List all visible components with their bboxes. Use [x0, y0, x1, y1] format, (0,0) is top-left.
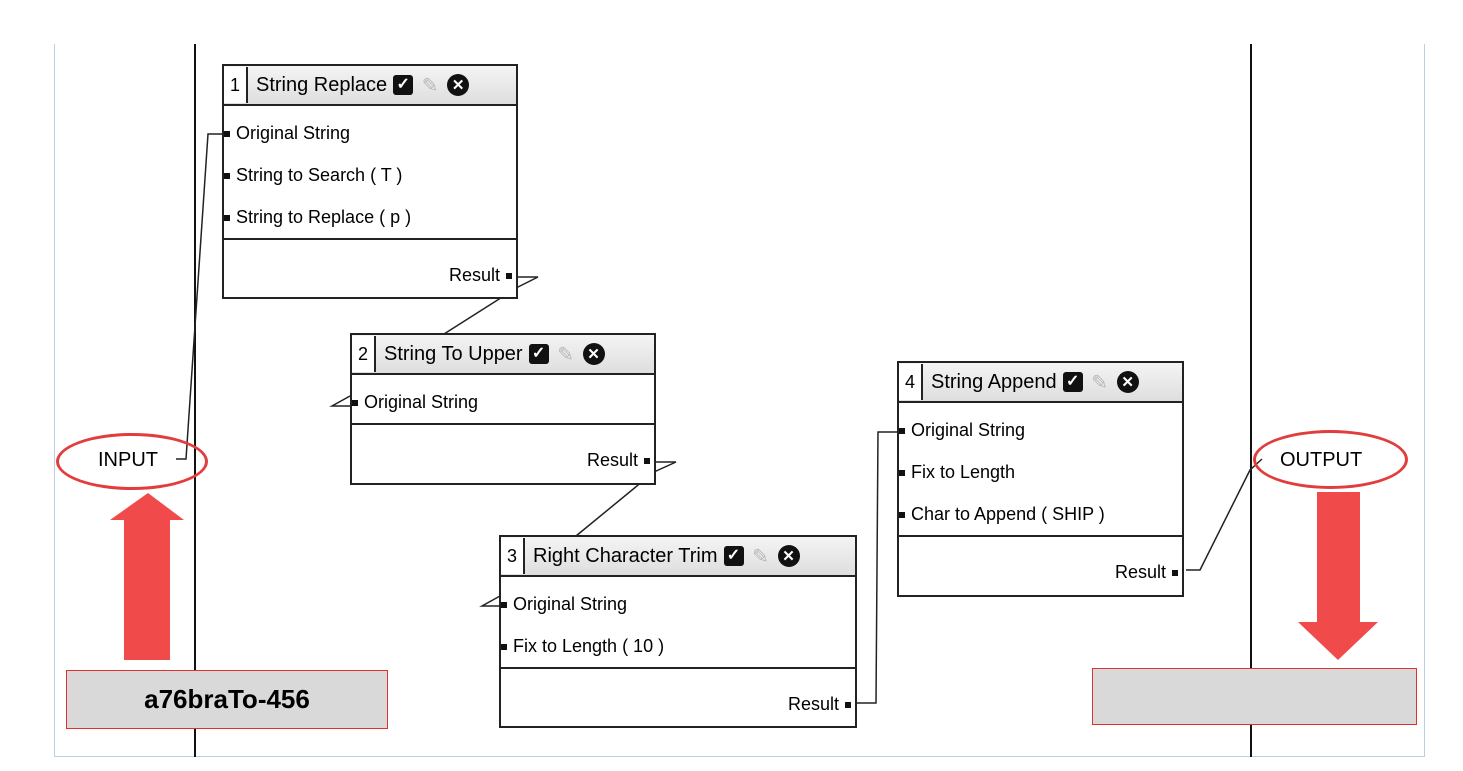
pencil-icon[interactable]: ✎ [557, 343, 574, 366]
output-port[interactable]: Result [448, 265, 513, 285]
wire-node2-input-stub [329, 395, 351, 407]
output-down-arrow [1298, 492, 1378, 660]
input-terminal-label[interactable]: INPUT [98, 449, 158, 471]
close-circle-icon[interactable]: ✕ [1116, 371, 1139, 393]
input-port[interactable]: String to Replace ( p ) [224, 196, 516, 238]
output-highlight-ellipse [1253, 430, 1408, 489]
node-header[interactable]: 2 String To Upper ✓ ✎ ✕ [352, 335, 654, 375]
pencil-icon[interactable]: ✎ [1091, 371, 1109, 394]
input-port[interactable]: Fix to Length ( 10 ) [501, 625, 855, 667]
close-circle-icon[interactable]: ✕ [582, 343, 605, 365]
canvas-frame [54, 44, 1425, 757]
input-value-box: a76braTo-456 [66, 670, 388, 729]
wire-node3-input-stub [479, 595, 501, 607]
node-string-replace[interactable]: 1 String Replace ✓ ✎ ✕ Original String S… [222, 64, 518, 299]
output-port[interactable]: Result [1114, 562, 1179, 582]
node-number: 2 [352, 336, 376, 372]
output-port[interactable]: Result [586, 450, 651, 470]
input-port[interactable]: String to Search ( T ) [224, 154, 516, 196]
close-circle-icon[interactable]: ✕ [447, 74, 470, 96]
input-up-arrow [110, 493, 184, 660]
input-port[interactable]: Original String [899, 409, 1182, 451]
output-port[interactable]: Result [787, 694, 852, 714]
close-circle-icon[interactable]: ✕ [777, 545, 800, 567]
node-header[interactable]: 3 Right Character Trim ✓ ✎ ✕ [501, 537, 855, 577]
node-title: String To Upper [384, 342, 523, 365]
node-header[interactable]: 4 String Append ✓ ✎ ✕ [899, 363, 1182, 403]
wire-node4-to-output [1186, 458, 1263, 571]
check-square-icon[interactable]: ✓ [528, 344, 549, 364]
wire-node3-to-node4 [853, 431, 898, 704]
check-square-icon[interactable]: ✓ [393, 75, 414, 95]
output-value-box [1092, 668, 1417, 725]
output-lane-divider [1250, 44, 1252, 757]
input-port[interactable]: Original String [501, 583, 855, 625]
node-header[interactable]: 1 String Replace ✓ ✎ ✕ [224, 66, 516, 106]
check-square-icon[interactable]: ✓ [723, 546, 744, 566]
node-title: String Replace [256, 73, 388, 96]
node-string-append[interactable]: 4 String Append ✓ ✎ ✕ Original String Fi… [897, 361, 1184, 597]
node-title: String Append [931, 370, 1057, 393]
node-number: 4 [899, 364, 923, 400]
node-title: Right Character Trim [533, 544, 718, 567]
node-string-to-upper[interactable]: 2 String To Upper ✓ ✎ ✕ Original String … [350, 333, 656, 485]
input-port[interactable]: Original String [224, 112, 516, 154]
wire-node2-to-node3 [575, 461, 677, 537]
input-lane-divider [194, 44, 196, 757]
input-port[interactable]: Fix to Length [899, 451, 1182, 493]
wire-input-to-node1 [176, 133, 224, 460]
pencil-icon[interactable]: ✎ [752, 545, 769, 568]
node-number: 3 [501, 538, 525, 574]
node-number: 1 [224, 67, 248, 103]
check-square-icon[interactable]: ✓ [1062, 372, 1083, 392]
input-port[interactable]: Char to Append ( SHIP ) [899, 493, 1182, 535]
node-right-character-trim[interactable]: 3 Right Character Trim ✓ ✎ ✕ Original St… [499, 535, 857, 728]
input-highlight-ellipse [56, 433, 208, 490]
pencil-icon[interactable]: ✎ [421, 74, 439, 97]
output-terminal-label[interactable]: OUTPUT [1280, 449, 1363, 471]
input-port[interactable]: Original String [352, 381, 654, 423]
wire-node1-to-node2 [443, 276, 539, 335]
